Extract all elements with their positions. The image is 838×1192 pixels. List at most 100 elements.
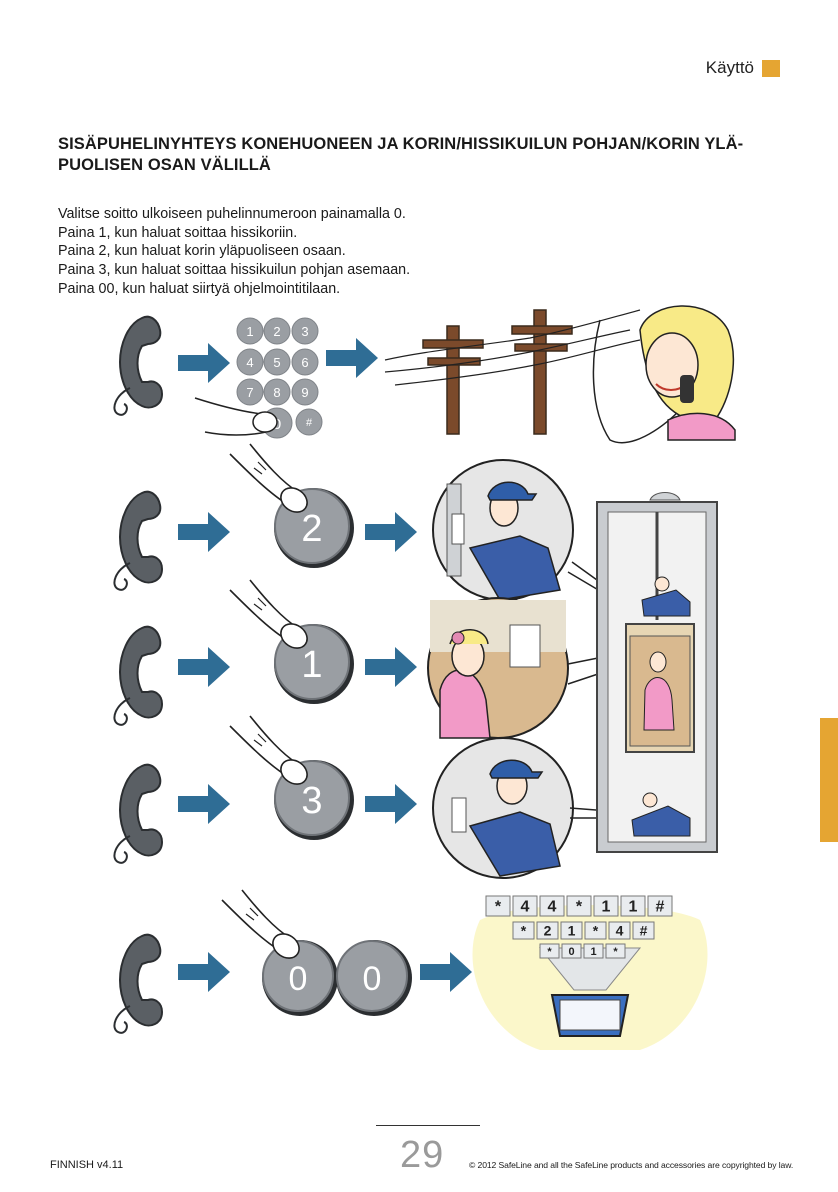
pressing-finger-icon (229, 715, 313, 790)
display-key-tile (512, 921, 535, 940)
display-key-label: 1 (629, 899, 638, 916)
display-key-label: * (576, 899, 583, 916)
pressing-finger-icon (229, 579, 313, 654)
pressing-finger-icon (194, 397, 278, 436)
key-button-2: 2 (229, 443, 354, 568)
display-key-label: # (640, 922, 648, 938)
instruction-line: Paina 3, kun haluat soittaa hissikuilun … (58, 262, 411, 279)
arrow-icon (178, 343, 230, 383)
arrow-icon (420, 952, 472, 992)
display-key-tile (647, 895, 673, 917)
display-key-tile (583, 943, 604, 959)
arrow-icon (178, 512, 230, 552)
display-key-label: * (593, 922, 599, 938)
display-key-tile (539, 895, 565, 917)
key-label: 2 (301, 508, 322, 550)
pressing-finger-icon (221, 889, 305, 964)
key-button-1: 1 (229, 579, 354, 704)
display-key-label: * (547, 946, 552, 958)
keypad-key: 5 (273, 355, 280, 370)
keypad-key: 3 (301, 324, 308, 339)
key-label: 3 (301, 780, 322, 822)
woman-in-car-illustration (427, 597, 569, 739)
handset-icon (113, 625, 163, 726)
technician-pit-illustration (432, 737, 574, 879)
instructions: Valitse soitto ulkoiseen puhelinnumeroon… (58, 205, 410, 299)
pressing-finger-icon (229, 443, 313, 518)
instruction-line: Paina 2, kun haluat korin yläpuoliseen o… (58, 243, 346, 260)
display-key-label: 4 (521, 899, 530, 916)
keypad-key: 7 (246, 385, 253, 400)
display-key-label: # (656, 899, 665, 916)
display-key-tile (632, 921, 655, 940)
keypad-key: 8 (273, 385, 280, 400)
elevator-shaft-illustration (596, 492, 718, 853)
instruction-line: Paina 1, kun haluat soittaa hissikoriin. (58, 224, 298, 241)
key-label: 0 (289, 960, 308, 998)
handset-icon (113, 933, 163, 1034)
handset-icon (113, 315, 163, 416)
display-key-tile (593, 895, 619, 917)
display-key-label: 4 (548, 899, 557, 916)
display-key-tile (536, 921, 559, 940)
keypad-key: 6 (301, 355, 308, 370)
display-key-label: * (495, 899, 502, 916)
display-key-label: 1 (568, 922, 576, 938)
display-key-tile (560, 921, 583, 940)
section-label-text: Käyttö (705, 58, 754, 77)
keypad-key: 2 (273, 324, 280, 339)
display-key-label: 1 (590, 946, 596, 958)
display-key-label: 0 (568, 946, 574, 958)
display-key-tile (539, 943, 560, 959)
keypad-key: 4 (246, 355, 253, 370)
technician-car-top-illustration (432, 459, 574, 601)
display-key-tile (608, 921, 631, 940)
section-marker (762, 60, 780, 77)
key-button-3: 3 (229, 715, 354, 840)
display-key-tile (512, 895, 538, 917)
instruction-line: Valitse soitto ulkoiseen puhelinnumeroon… (58, 206, 406, 222)
instruction-line: Paina 00, kun haluat siirtyä ohjelmointi… (58, 280, 341, 297)
display-key-tile (561, 943, 582, 959)
arrow-icon (365, 784, 417, 824)
display-key-label: 2 (544, 922, 552, 938)
page-title-line-1: SISÄPUHELINYHTEYS KONEHUONEEN JA KORIN/H… (58, 135, 744, 153)
side-tab-marker (820, 718, 838, 842)
arrow-icon (178, 647, 230, 687)
key-label: 0 (363, 960, 382, 998)
page-title-line-2: PUOLISEN OSAN VÄLILLÄ (58, 156, 271, 174)
keypad-key: 1 (246, 324, 253, 339)
key-button-0: 0 (262, 940, 338, 1016)
display-key-tile (584, 921, 607, 940)
page-number: 29 (400, 1134, 445, 1176)
copyright-notice: © 2012 SafeLine and all the SafeLine pro… (469, 1160, 794, 1170)
display-key-label: * (521, 922, 527, 938)
arrow-icon (365, 647, 417, 687)
arrow-icon (326, 338, 378, 378)
display-key-tile (566, 895, 592, 917)
display-key-label: * (613, 946, 618, 958)
key-label: 1 (301, 644, 322, 686)
arrow-icon (365, 512, 417, 552)
display-key-tile (485, 895, 511, 917)
display-key-tile (605, 943, 626, 959)
page-title: SISÄPUHELINYHTEYS KONEHUONEEN JA KORIN/H… (58, 134, 788, 176)
woman-on-phone-illustration (592, 305, 736, 444)
section-label: Käyttö (706, 58, 778, 78)
display-key-label: 1 (602, 899, 611, 916)
keypad: 1 2 3 4 5 6 7 8 9 0 # (194, 317, 323, 439)
key-button-0: 0 (336, 940, 412, 1016)
handset-icon (113, 490, 163, 591)
version-label: FINNISH v4.11 (50, 1159, 124, 1171)
display-key-label: 4 (616, 922, 624, 938)
handset-icon (113, 763, 163, 864)
telephone-poles-icon (384, 309, 641, 435)
arrow-icon (178, 784, 230, 824)
keypad-key: # (306, 417, 313, 429)
footer-rule (376, 1125, 480, 1126)
arrow-icon (178, 952, 230, 992)
keypad-key: 9 (301, 385, 308, 400)
display-key-tile (620, 895, 646, 917)
